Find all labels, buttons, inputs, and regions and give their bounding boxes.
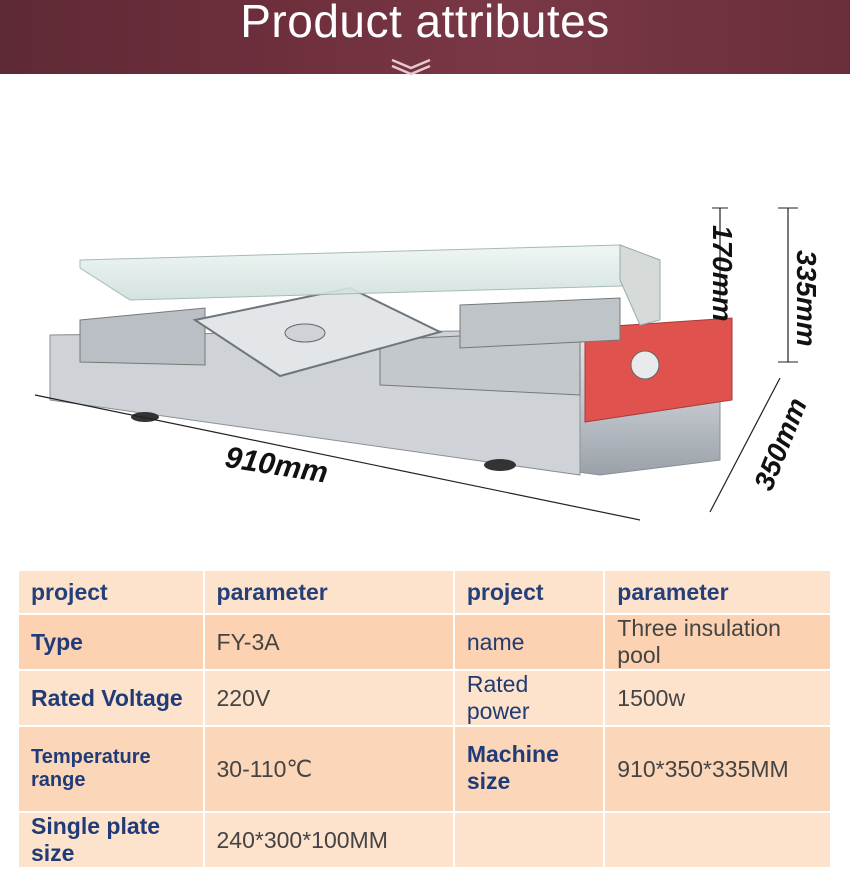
table-row: Single plate size 240*300*100MM [17,811,832,869]
table-cell: 220V [202,669,455,727]
parameters-table: project parameter project parameter Type… [17,569,832,869]
table-cell: Type [17,613,205,671]
table-row: Rated Voltage 220V Rated power 1500w [17,669,832,727]
header-cell: project [452,569,606,615]
header-cell: project [17,569,205,615]
table-cell: Rated Voltage [17,669,205,727]
table-cell: Machine size [452,725,606,813]
table-cell: Single plate size [17,811,205,869]
header-cell: parameter [603,569,832,615]
table-cell: Temperature range [17,725,205,813]
table-cell: name [452,613,606,671]
glass-height-dimension-label: 170mm [707,225,738,322]
bain-marie-image [34,207,798,521]
table-cell [452,811,606,869]
table-header-row: project parameter project parameter [17,569,832,615]
table-row: Temperature range 30-110℃ Machine size 9… [17,725,832,813]
header-banner: Product attributes [0,0,850,76]
table-row: Type FY-3A name Three insulation pool [17,613,832,671]
table-cell: Rated power [452,669,606,727]
page-title: Product attributes [240,0,610,47]
table-cell: 1500w [603,669,832,727]
chevron-down-icon [391,58,431,76]
table-cell: 30-110℃ [202,725,455,813]
table-cell: 240*300*100MM [202,811,455,869]
table-cell: 910*350*335MM [603,725,832,813]
total-height-dimension-label: 335mm [791,250,822,347]
table-cell: Three insulation pool [603,613,832,671]
header-cell: parameter [202,569,455,615]
table-cell [603,811,832,869]
table-cell: FY-3A [202,613,455,671]
